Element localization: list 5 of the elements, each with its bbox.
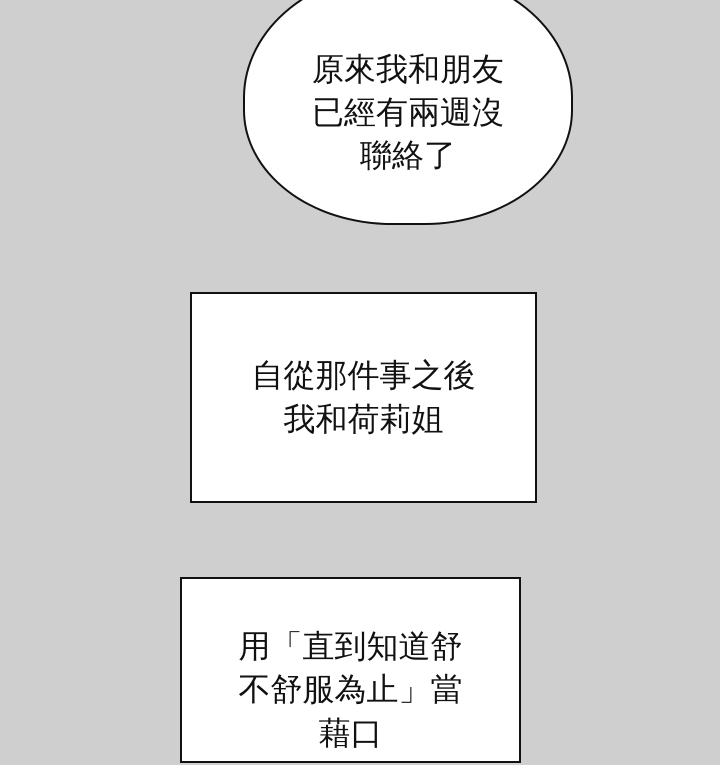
caption-text: 用「直到知道舒不舒服為止」當藉口 bbox=[238, 626, 462, 754]
caption-box bbox=[180, 577, 521, 763]
caption-text: 原來我和朋友已經有兩週沒聯絡了 bbox=[312, 48, 504, 176]
caption-text: 自從那件事之後我和荷莉姐 bbox=[252, 355, 476, 440]
caption-box bbox=[190, 292, 537, 503]
